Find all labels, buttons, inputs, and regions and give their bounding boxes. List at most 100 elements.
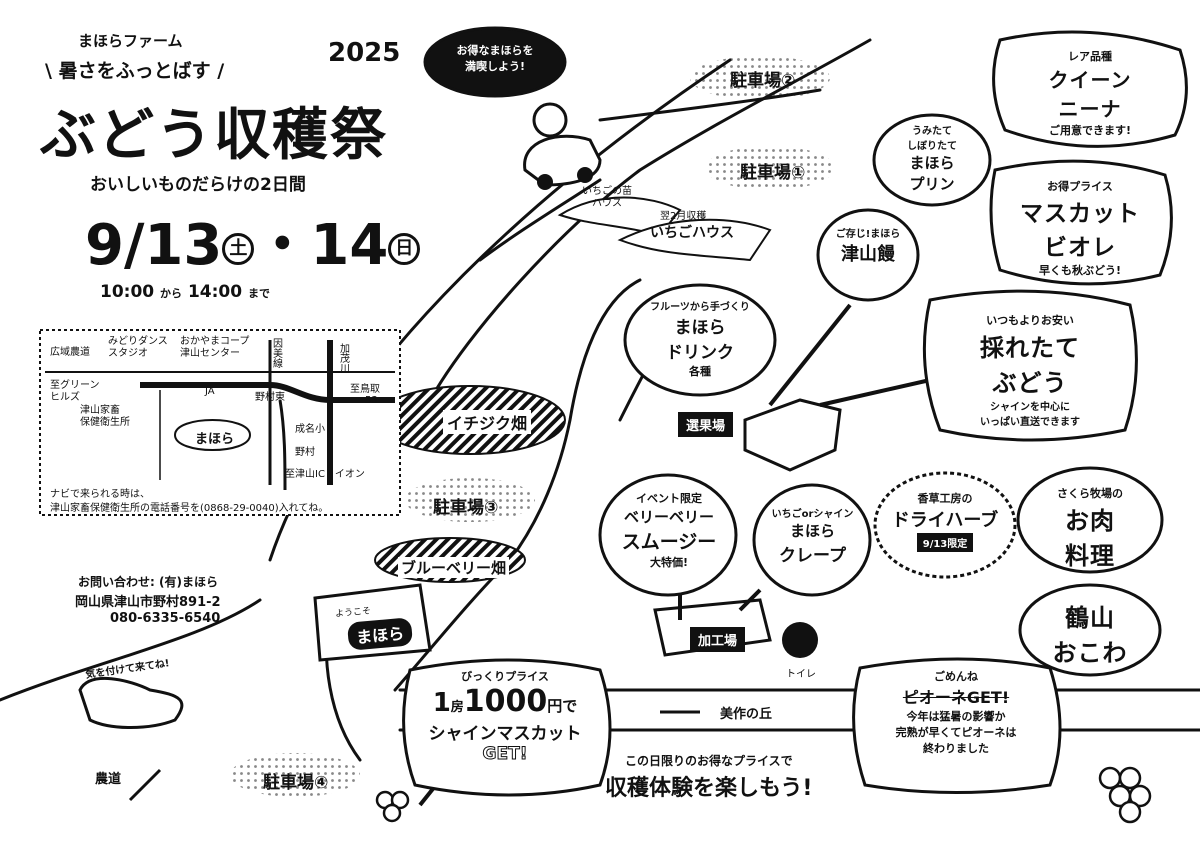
inset-nomura-e-label: 野村東	[255, 392, 285, 403]
meat-bubble	[1016, 466, 1164, 574]
welcome-logo: まほら	[346, 617, 414, 651]
tagline: \ 暑さをふっとばす /	[45, 60, 225, 82]
muscat-text: お得プライス マスカット ビオレ 早くも秋ぶどう!	[995, 178, 1165, 278]
strawberry-seedling-label: いちごの苗 ハウス	[582, 186, 632, 209]
pudding-line-4: プリン	[909, 175, 955, 193]
parking-4-area	[230, 753, 360, 797]
day-a: 土	[222, 232, 255, 265]
queen-line-1: クイーン	[1048, 68, 1132, 92]
parking-3-label: 駐車場③	[433, 498, 499, 518]
footer-sub: この日限りのお得なプライスで	[625, 754, 793, 768]
herb-line-1: 香草工房の	[917, 492, 973, 505]
contact-phone[interactable]: 080-6335-6540	[110, 611, 221, 626]
sorting-label: 選果場	[678, 412, 734, 437]
inset-hoken-label: 津山家畜 保健衛生所	[80, 405, 130, 428]
price-text: びっくりプライス 1房1000円で シャインマスカット GET!	[405, 668, 605, 765]
price-head: びっくりプライス	[461, 670, 549, 683]
herb-text: 香草工房の ドライハーブ 9/13限定	[877, 490, 1013, 552]
time-until: まで	[248, 287, 271, 300]
smoothie-line-2: ベリーベリー	[623, 508, 714, 526]
queen-head: レア品種	[1068, 50, 1112, 63]
inset-ic-label: 至津山IC・イオン	[285, 469, 365, 480]
herb-tag: 9/13限定	[916, 533, 974, 552]
drink-line-1: フルーツから手づくり	[650, 302, 750, 313]
farm-road-label: 農道	[95, 772, 122, 787]
toilet-icon	[782, 622, 818, 658]
pudding-line-1: うみたて	[912, 126, 952, 137]
muscat-line-2: ビオレ	[1044, 235, 1116, 261]
intro-text: お得なまほらを 満喫しよう!	[430, 42, 560, 74]
intro-bubble	[423, 26, 567, 98]
okowa-bubble	[1018, 583, 1162, 677]
sorry-line-1: 今年は猛暑の影響か	[906, 710, 1006, 723]
strawberry-house-sub: 翌2月収穫	[660, 211, 707, 222]
inset-midori-label: みどりダンス スタジオ	[108, 336, 168, 359]
date-a: 9/13	[85, 213, 223, 278]
sorry-strike: ピオーネGET!	[902, 688, 1010, 707]
time-end: 14:00	[187, 282, 243, 302]
strawberry-house-label: いちごハウス	[650, 225, 734, 241]
sorry-line-3: 終わりました	[923, 742, 989, 755]
crepe-line-2: まほら	[789, 522, 835, 540]
car-icon	[523, 102, 602, 190]
inset-route-label: 53	[365, 395, 378, 406]
parking-4-label: 駐車場④	[263, 773, 329, 793]
drink-line-2: まほら	[674, 318, 726, 338]
date-sep: ・	[254, 213, 311, 278]
price-line-1: 1房1000円で	[405, 684, 605, 719]
processing-label: 加工場	[690, 627, 746, 652]
meat-text: さくら牧場の お肉 料理	[1020, 485, 1160, 571]
grape-line-1: 採れたて	[980, 334, 1080, 362]
inset-ja-label: JA	[205, 386, 215, 397]
pudding-line-2: しぼりたて	[907, 141, 957, 152]
price-yen: 円で	[547, 697, 578, 715]
muscat-foot: 早くも秋ぶどう!	[1038, 264, 1122, 277]
day-b: 日	[388, 232, 421, 265]
inset-map	[39, 329, 401, 516]
year: 2025	[328, 38, 401, 68]
okowa-line-1: 鶴山	[1065, 604, 1115, 632]
intro-line-1: お得なまほらを	[456, 44, 534, 57]
inset-tottori-label: 至鳥取	[350, 384, 380, 395]
grape-line-4: いっぱい直送できます	[980, 417, 1080, 428]
intro-line-2: 満喫しよう!	[464, 60, 526, 73]
contact-label: お問い合わせ: (有)まほら	[78, 575, 218, 589]
okowa-text: 鶴山 おこわ	[1020, 598, 1160, 668]
herb-line-2: ドライハーブ	[891, 510, 999, 531]
smoothie-bubble	[598, 473, 738, 597]
sorry-text: ごめんね ピオーネGET! 今年は猛暑の影響か 完熟が早くてピオーネは 終わりま…	[858, 668, 1054, 756]
manju-bubble	[816, 208, 920, 302]
contact-address: 岡山県津山市野村891-2	[75, 595, 221, 610]
parking-1-area	[705, 146, 835, 190]
drink-bubble	[623, 283, 777, 397]
muscat-bubble	[989, 159, 1173, 286]
inset-naruna-label: 成名小	[295, 424, 325, 435]
toilet-label: トイレ	[786, 669, 816, 680]
queen-foot: ご用意できます!	[1048, 124, 1132, 137]
parking-3-area	[405, 478, 535, 522]
queen-text: レア品種 クイーン ニーナ ご用意できます!	[1000, 48, 1180, 138]
drink-line-4: 各種	[689, 365, 711, 378]
muscat-line-1: マスカット	[1020, 201, 1140, 227]
event-time: 10:00 から 14:00 まで	[100, 282, 270, 302]
manju-line-2: 津山饅	[841, 244, 895, 265]
pudding-text: うみたて しぼりたて まほら プリン	[880, 122, 984, 194]
farm-name: まほらファーム	[78, 32, 183, 50]
mimasaka-label: 美作の丘	[720, 707, 773, 722]
price-unit: 房	[450, 700, 464, 715]
price-count: 1	[432, 688, 451, 718]
inset-coop-label: おかやまコープ 津山センター	[180, 336, 250, 359]
crepe-text: いちごorシャイン まほら クレープ	[755, 505, 870, 566]
smoothie-line-4: 大特価!	[649, 556, 689, 569]
smoothie-line-3: スムージー	[621, 531, 717, 553]
grape-icon	[375, 766, 1152, 824]
queen-line-2: ニーナ	[1058, 97, 1122, 121]
grape-bubble	[922, 289, 1138, 442]
fig-field-label: イチジク畑	[443, 410, 532, 434]
grape-text: いつもよりお安い 採れたて ぶどう シャインを中心に いっぱい直送できます	[930, 312, 1130, 428]
event-subtitle: おいしいものだらけの2日間	[90, 175, 306, 195]
pudding-bubble	[872, 113, 992, 207]
inset-inmi-label: 因美線	[273, 339, 283, 370]
blueberry-field-label: ブルーベリー畑	[398, 557, 510, 578]
